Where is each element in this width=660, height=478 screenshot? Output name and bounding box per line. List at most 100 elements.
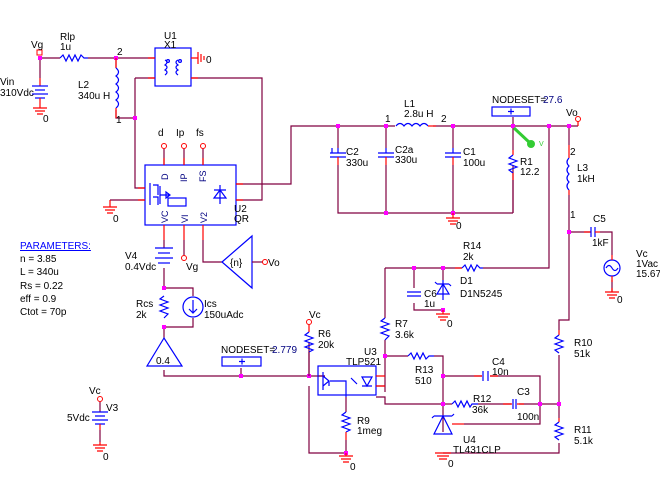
c4-ref: C4 <box>492 357 505 368</box>
r10-ref: R10 <box>574 338 593 349</box>
resistor-r7[interactable]: R7 3.6k <box>379 317 415 341</box>
r14-ref: R14 <box>463 241 482 252</box>
resistor-r13[interactable]: R13 510 <box>407 351 434 387</box>
v4-ref: V4 <box>125 251 138 262</box>
r13-value: 510 <box>415 376 432 387</box>
l3-node-2: 2 <box>570 147 576 158</box>
vin-source[interactable]: Vin 310Vdc 0 <box>0 77 49 125</box>
r13-ref: R13 <box>415 365 434 376</box>
capacitor-c2a[interactable]: C2a 330u <box>378 145 417 166</box>
gain-block-n[interactable]: {n} Vo <box>221 234 280 290</box>
v3-net-label: Vc <box>89 386 101 397</box>
u3-ref: U3 <box>364 347 377 358</box>
l2-value: 340u H <box>78 91 110 102</box>
vo-net-label: Vo <box>566 108 581 126</box>
resistor-r6[interactable]: R6 20k Vc <box>303 310 335 376</box>
u1-gnd-label: 0 <box>206 55 212 66</box>
voltage-probe[interactable]: V <box>512 126 544 148</box>
c6-value: 1u <box>424 299 435 310</box>
v3-value: 5Vdc <box>67 413 90 424</box>
r10-value: 51k <box>574 349 591 360</box>
u2-ground: 0 <box>103 200 119 225</box>
nodeset-feedback[interactable]: NODESET= 2.779 <box>221 345 297 367</box>
ics-ref: Ics <box>204 299 217 310</box>
controller-u2[interactable]: D IP FS VC VI V2 U2 QR <box>138 158 249 240</box>
vc-net-label: Vc <box>309 310 321 321</box>
param-l: L = 340u <box>20 267 59 278</box>
u4-gnd-label: 0 <box>448 459 454 470</box>
current-source-ics[interactable]: Ics 150uAdc <box>182 296 243 321</box>
nodeset-feedback-label: NODESET= <box>221 345 275 356</box>
inductor-l1[interactable]: L1 2.8u H 1 2 <box>385 99 447 127</box>
r6-value: 20k <box>318 340 335 351</box>
resistor-r9[interactable]: R9 1meg 0 <box>339 411 382 473</box>
vo-net-label-2: Vo <box>268 258 280 269</box>
r11-value: 5.1k <box>574 436 594 447</box>
probe-label: V <box>539 141 544 148</box>
resistor-r10[interactable]: R10 51k <box>553 330 593 360</box>
l2-ref: L2 <box>78 80 90 91</box>
resistor-r12[interactable]: R12 36k <box>451 394 492 416</box>
transformer-u1[interactable]: 0 U1 X1 <box>148 31 212 87</box>
vo-label: Vo <box>566 108 578 119</box>
ac-source-vc[interactable]: 0 Vc 1Vac 15.67 <box>603 249 660 306</box>
resistor-r1[interactable]: R1 12.2 <box>507 150 540 213</box>
capacitor-c1[interactable]: C1 100u <box>445 147 485 169</box>
resistor-r14[interactable]: R14 2k <box>455 241 483 273</box>
r7-value: 3.6k <box>395 330 415 341</box>
inductor-l3[interactable]: 2 L3 1kH 1 <box>566 145 595 221</box>
r11-ref: R11 <box>574 425 592 436</box>
capacitor-c5[interactable]: C5 1kF <box>584 214 609 249</box>
r9-gnd-label: 0 <box>350 462 356 473</box>
capacitor-c2[interactable]: C2 330u <box>330 147 368 169</box>
resistor-r11[interactable]: R11 5.1k <box>553 418 594 447</box>
l3-ref: L3 <box>577 163 589 174</box>
u2-pin-vc: VC <box>160 210 170 223</box>
resistor-rcs[interactable]: Rcs 2k <box>136 295 170 321</box>
zener-d1[interactable]: D1 D1N5245 0 <box>434 276 503 330</box>
u1-value: X1 <box>164 40 177 51</box>
c5-value: 1kF <box>592 238 609 249</box>
r9-value: 1meg <box>357 426 382 437</box>
rlp-ref: Rlp <box>60 32 75 43</box>
l1-node-2: 2 <box>441 114 447 125</box>
vc-ref: Vc <box>636 249 648 260</box>
optocoupler-u3[interactable]: U3 TLP521 <box>317 347 385 397</box>
rlp-value: 1u <box>60 42 71 53</box>
net-d: d <box>158 128 164 139</box>
vc-gnd-label: 0 <box>617 295 623 306</box>
vc-value: 1Vac <box>636 259 658 270</box>
node-2-label: 2 <box>117 47 123 58</box>
u2-value: QR <box>234 214 249 225</box>
capacitor-c6[interactable]: C6 1u <box>407 289 437 310</box>
capacitor-c3[interactable]: C3 100n <box>503 387 539 423</box>
inductor-l2[interactable]: L2 340u H 1 <box>78 58 122 126</box>
r7-ref: R7 <box>395 319 408 330</box>
nodeset-output[interactable]: NODESET= 27.6 <box>491 95 563 117</box>
vg-label-2: Vg <box>186 262 198 273</box>
vg-net-label: Vg <box>31 40 43 56</box>
c2-ref: C2 <box>346 147 359 158</box>
param-eff: eff = 0.9 <box>20 294 57 305</box>
node-1-label: 1 <box>116 115 122 126</box>
r12-ref: R12 <box>473 394 492 405</box>
r9-ref: R9 <box>357 416 370 427</box>
r12-value: 36k <box>472 405 489 416</box>
c2-value: 330u <box>346 158 368 169</box>
source-v3[interactable]: Vc 0 V3 5Vdc <box>67 386 119 463</box>
c3-ref: C3 <box>517 387 530 398</box>
parameters-heading: PARAMETERS: <box>20 241 91 252</box>
gain-block-0-4[interactable]: 0.4 <box>145 336 184 367</box>
source-v4[interactable]: V4 0.4Vdc <box>125 247 173 273</box>
capacitor-c4[interactable]: C4 10n <box>474 357 509 381</box>
l3-value: 1kH <box>577 174 595 185</box>
output-ground: 0 <box>446 213 462 232</box>
rcs-ref: Rcs <box>136 299 153 310</box>
c2a-ref: C2a <box>395 145 414 156</box>
r14-value: 2k <box>463 252 475 263</box>
shunt-reg-u4[interactable]: U4 TL431CLP 0 <box>431 413 501 470</box>
resistor-rlp[interactable]: Rlp 1u <box>59 32 88 63</box>
vc-value2: 15.67 <box>636 269 660 280</box>
ics-value: 150uAdc <box>204 310 243 321</box>
